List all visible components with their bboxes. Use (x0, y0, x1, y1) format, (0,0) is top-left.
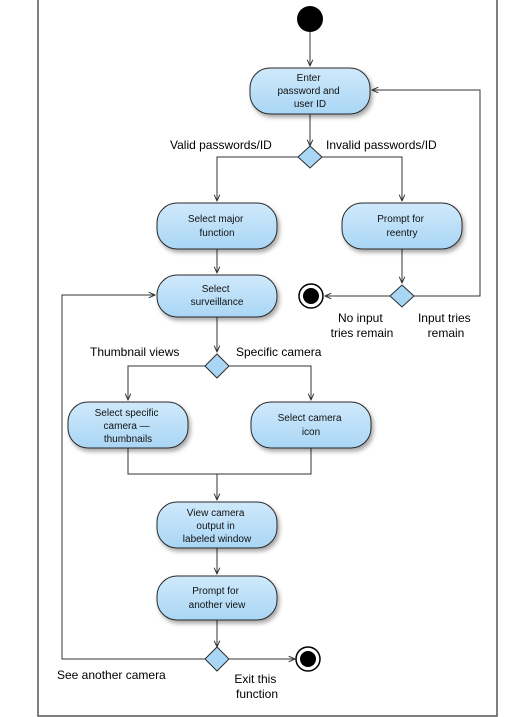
text-line: thumbnails (104, 434, 152, 445)
text-line: Prompt for (192, 586, 239, 597)
text-line: View camera (187, 508, 245, 519)
edge-decision1-to-major (217, 156, 298, 201)
text-line: labeled window (183, 534, 252, 545)
svg-text:Select major function: Select major function (188, 214, 246, 239)
text-line: surveillance (191, 297, 244, 308)
action-select-major-function: Select major function (156, 202, 278, 250)
text-line: icon (302, 427, 320, 438)
svg-text:Prompt for another view: Prompt for another view (189, 586, 246, 611)
action-prompt-another-view: Prompt for another view (156, 575, 278, 621)
final-node-login (298, 283, 324, 309)
text-line: No input (338, 311, 383, 325)
edge-merge-lines (127, 448, 312, 475)
action-enter-credentials: Enter password and user ID (249, 67, 371, 115)
action-prompt-reentry: Prompt for reentry (341, 202, 463, 250)
text-line: output in (196, 521, 234, 532)
text-line: another view (189, 600, 246, 611)
label-specific-camera: Specific camera (236, 345, 322, 359)
edges (61, 32, 481, 660)
svg-text:Select surveillance: Select surveillance (191, 284, 244, 308)
text-line: Select (202, 284, 230, 295)
action-select-surveillance: Select surveillance (156, 274, 278, 318)
svg-text:Select specific camera —: Select specific camera — thumbnails (95, 408, 162, 445)
label-see-another-camera: See another camera (57, 668, 166, 682)
text-line: Select camera (278, 413, 342, 424)
edge-decision1-to-reentry (322, 156, 402, 201)
text-line: function (236, 687, 278, 701)
svg-text:Enter password and: Enter password and user ID (277, 73, 342, 110)
initial-node (297, 6, 323, 32)
text-line: tries remain (331, 326, 394, 340)
text-line: Enter (297, 73, 322, 84)
diagram-frame (37, 0, 498, 717)
svg-text:Prompt for reentry: Prompt for reentry (377, 214, 426, 239)
final-node-exit (295, 646, 321, 672)
text-line: remain (428, 326, 465, 340)
text-line: password and (277, 86, 339, 97)
edge-decision3-to-icon (229, 365, 311, 400)
action-select-camera-thumbnails: Select specific camera — thumbnails (67, 401, 189, 449)
label-invalid-credentials: Invalid passwords/ID (326, 138, 437, 152)
action-view-camera-output: View camera output in labeled window (156, 501, 278, 549)
text-line: reentry (386, 228, 417, 239)
label-thumbnail-views: Thumbnail views (90, 345, 179, 359)
text-line: Prompt for (377, 214, 424, 225)
svg-text:View camera output in: View camera output in labeled window (183, 508, 252, 545)
label-no-input-tries: No input tries remain (331, 311, 394, 340)
text-line: Select major (188, 214, 244, 225)
edge-decision4-loop-to-surveillance (61, 295, 205, 660)
svg-text:Select camera icon: Select camera icon (278, 413, 345, 438)
text-line: Input tries (418, 311, 471, 325)
text-line: function (199, 228, 234, 239)
action-select-camera-icon: Select camera icon (250, 401, 372, 449)
edge-decision3-to-thumbnails (128, 365, 205, 400)
decision-view-type (204, 353, 230, 379)
text-line: Select specific (95, 408, 159, 419)
text-line: user ID (294, 99, 326, 110)
decision-tries-remaining (389, 284, 415, 308)
edge-decision2-loop-to-enter (372, 90, 481, 297)
text-line: camera — (104, 421, 150, 432)
label-exit-function: Exit this function (234, 672, 279, 701)
text-line: Exit this (234, 672, 276, 686)
label-input-tries: Input tries remain (418, 311, 474, 340)
decision-credentials (297, 145, 323, 169)
label-valid-credentials: Valid passwords/ID (170, 138, 272, 152)
decision-another-camera (204, 646, 230, 672)
